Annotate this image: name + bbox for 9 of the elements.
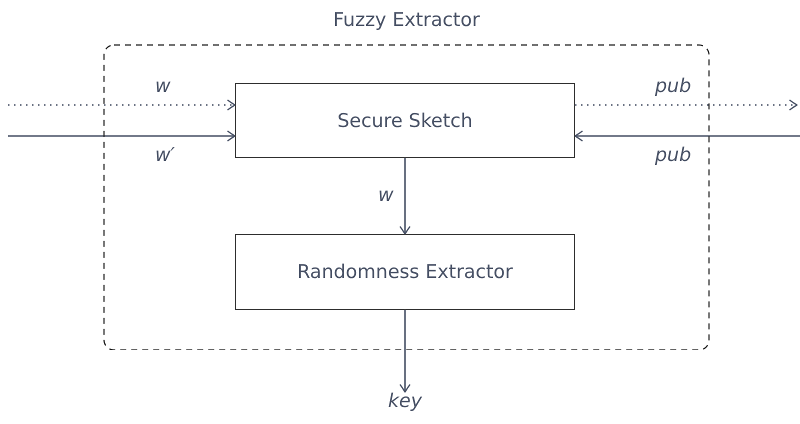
edge-label: w: [155, 77, 171, 96]
process-box: Secure Sketch: [235, 83, 575, 158]
edge-label: pub: [655, 77, 692, 96]
edge-label: w: [378, 186, 394, 205]
edge-label: w′: [155, 146, 175, 165]
edge-label: pub: [655, 146, 692, 165]
process-box: Randomness Extractor: [235, 234, 575, 310]
output-label: key: [385, 392, 425, 411]
group-title: Fuzzy Extractor: [332, 8, 481, 32]
